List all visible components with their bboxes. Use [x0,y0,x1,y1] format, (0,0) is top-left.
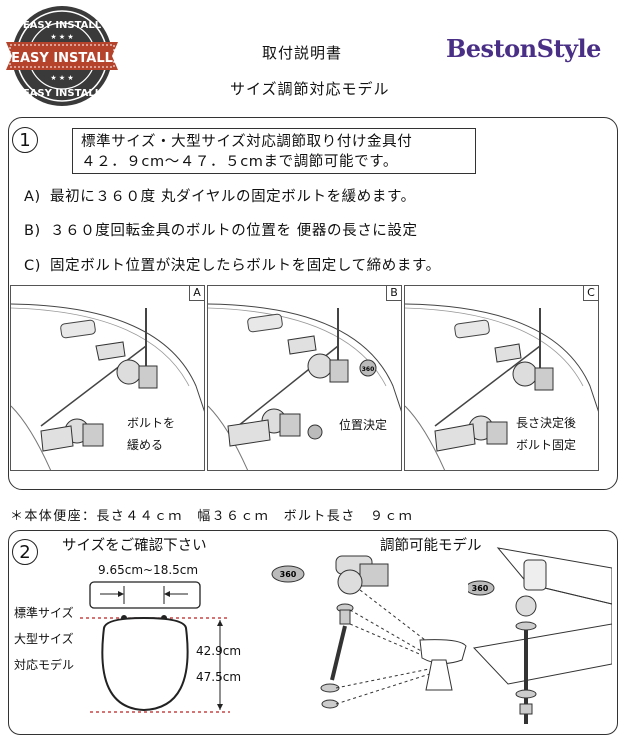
hinge-diagram-b: 360 [208,303,401,470]
document-title: 取付説明書 [262,44,343,62]
section-2-number: 2 [12,539,38,565]
exploded-dial-label: 360 [280,570,297,579]
hinge-closeup-diagram: 360 [468,547,612,724]
adjust-note-line2: ４２．９cm～４７．５cmまで調節可能です。 [81,154,398,170]
exploded-hardware-diagram: 360 [271,555,467,709]
badge-ribbon-text: EASY INSTALL [11,51,113,66]
adjust-note-box: 標準サイズ・大型サイズ対応調節取り付け金具付 ４２．９cm～４７．５cmまで調節… [72,128,476,174]
panel-b-caption-line1: 位置決定 [339,418,388,432]
hinge-diagram-a [11,303,204,470]
panel-b-caption: 位置決定 [339,414,387,436]
hinge-diagram-c [405,303,598,470]
badge-bottom-text: EASY INSTALL [23,88,102,99]
section-1-number: 1 [12,127,38,153]
adjust-note-line1: 標準サイズ・大型サイズ対応調節取り付け金具付 [81,134,413,150]
badge-top-text: EASY INSTALL [23,20,102,31]
size-check-title: サイズをご確認下さい [62,538,207,554]
step-b: B) ３６０度回転金具のボルトの位置を 便器の長さに設定 [24,219,418,240]
section-1-frame [8,117,618,490]
section-2-frame [8,530,618,735]
easy-install-badge: EASY INSTALL EASY INSTALL EASY INSTALL ★… [6,6,118,106]
adjustable-model-title: 調節可能モデル [380,538,482,554]
product-spec: ＊本体便座：長さ４４ｃｍ 幅３６ｃｍ ボルト長さ ９ｃｍ [10,509,414,524]
step-c-text: 固定ボルト位置が決定したらボルトを固定して締めます。 [50,258,441,274]
panel-a-caption-line1: ボルトを [127,416,176,430]
step-a: A) 最初に３６０度 丸ダイヤルの固定ボルトを緩めます。 [24,185,416,206]
panel-c-caption: 長さ決定後 ボルト固定 [516,412,576,456]
side-label-model: 対応モデル [14,658,75,672]
step-c: C) 固定ボルト位置が決定したらボルトを固定して締めます。 [24,254,441,275]
step-a-text: 最初に３６０度 丸ダイヤルの固定ボルトを緩めます。 [50,189,416,205]
panel-a-caption-line2: 緩める [127,438,164,452]
document-subtitle: サイズ調節対応モデル [230,80,390,98]
panel-b: 360 B 位置決定 [207,285,402,471]
side-label-large: 大型サイズ [14,632,74,646]
panel-a-caption: ボルトを 緩める [127,412,175,456]
width-range-label: 9.65cm~18.5cm [98,563,199,577]
step-a-label: A) [24,189,41,205]
panel-a-letter: A [189,286,204,301]
brand-logo: BestonStyle [446,34,601,63]
svg-text:★ ★ ★: ★ ★ ★ [50,74,73,82]
panel-b-dial-label: 360 [362,366,375,373]
panel-c-caption-line2: ボルト固定 [516,438,577,452]
step-b-label: B) [24,223,41,239]
panel-c: C 長さ決定後 ボルト固定 [404,285,599,471]
length-standard: 42.9cm [196,644,242,658]
panel-b-letter: B [386,286,401,301]
step-b-text: ３６０度回転金具のボルトの位置を 便器の長さに設定 [50,223,418,239]
panel-a: A ボルトを 緩める [10,285,205,471]
side-label-standard: 標準サイズ [14,606,74,620]
panel-c-caption-line1: 長さ決定後 [516,416,577,430]
length-large: 47.5cm [196,670,242,684]
seat-size-diagram [80,581,230,713]
svg-text:★ ★ ★: ★ ★ ★ [50,33,73,41]
panel-c-letter: C [583,286,598,301]
closeup-dial-label: 360 [472,584,489,593]
step-c-label: C) [24,258,41,274]
